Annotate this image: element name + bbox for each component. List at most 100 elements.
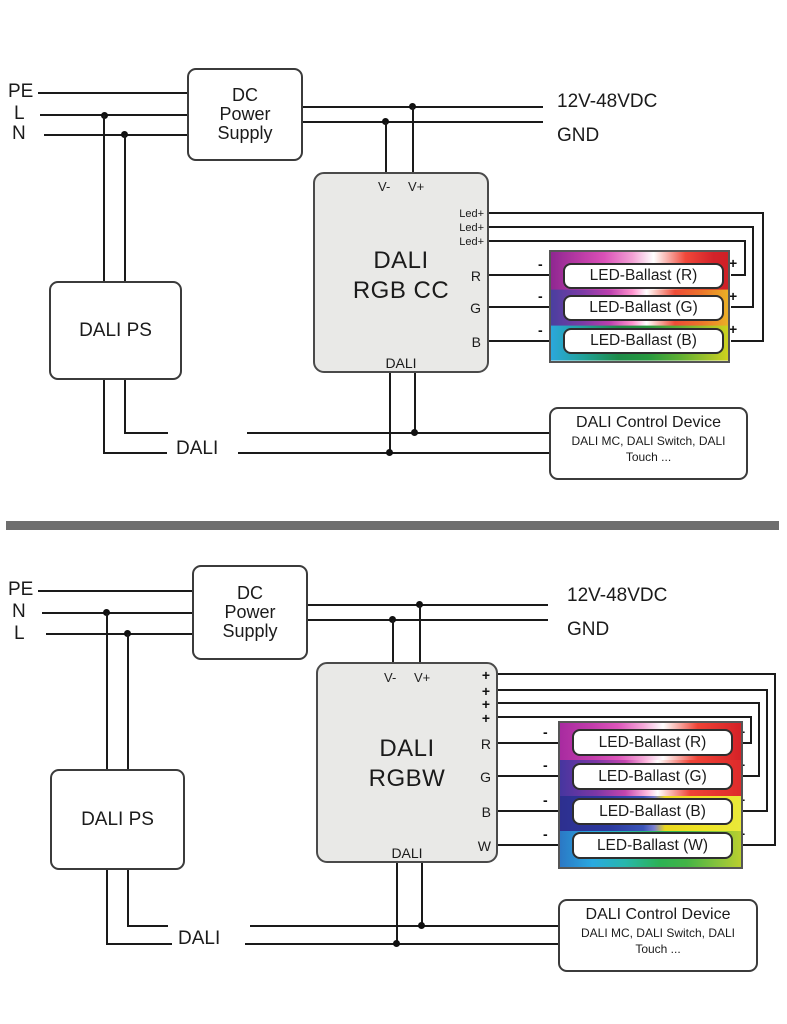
wire-pe xyxy=(38,590,192,592)
mains-label-l: L xyxy=(14,103,25,124)
wire-plus-4 xyxy=(498,716,752,718)
junction-dot xyxy=(103,609,110,616)
dc-power-supply-box: DC Power Supply xyxy=(192,565,308,660)
wire-led-plus-2 xyxy=(489,226,754,228)
mains-label-pe: PE xyxy=(8,579,34,600)
junction-dot xyxy=(386,449,393,456)
dali-ps-label: DALI PS xyxy=(79,319,152,341)
wire-dali-ps-out-1 xyxy=(106,870,108,944)
minus-mark: - xyxy=(538,288,543,304)
controller-title: DALI RGB CC xyxy=(352,247,450,304)
led-ballast-w: LED-Ballast (W) xyxy=(572,832,733,859)
wire-channel-r xyxy=(489,274,549,276)
wire-led-plus-1 xyxy=(489,212,764,214)
wire-dali-bus-top-left xyxy=(124,432,168,434)
label-gnd: GND xyxy=(567,619,610,640)
wire-dali-ps-out-1 xyxy=(103,380,105,453)
junction-dot xyxy=(121,131,128,138)
wire-vplus xyxy=(412,107,414,172)
led-ballast-g: LED-Ballast (G) xyxy=(572,763,733,790)
section-divider xyxy=(6,521,779,530)
terminal-b: B xyxy=(481,804,491,820)
controller-title: DALI RGBW xyxy=(368,735,446,792)
wire-n xyxy=(42,612,192,614)
terminal-led-plus: Led+ xyxy=(459,222,484,234)
wire-plus-4-drop xyxy=(750,716,752,744)
terminal-plus: + xyxy=(481,683,490,699)
terminal-dali: DALI xyxy=(385,355,417,371)
control-device-title: DALI Control Device xyxy=(585,906,731,923)
wire-channel-r xyxy=(498,742,558,744)
led-spectrum-panel: LED-Ballast (R) LED-Ballast (G) LED-Ball… xyxy=(558,721,743,869)
wire-ballast-g-plus xyxy=(731,306,754,308)
wire-dali-ps-in-1 xyxy=(103,115,105,281)
plus-mark: + xyxy=(729,321,738,337)
wire-plus-2-drop xyxy=(766,689,768,812)
control-device-title: DALI Control Device xyxy=(576,414,721,431)
wire-dali-bus-top-right xyxy=(250,925,558,927)
wire-gnd xyxy=(303,121,543,123)
led-spectrum-panel: LED-Ballast (R) LED-Ballast (G) LED-Ball… xyxy=(549,250,730,363)
wire-dali-bus-bottom-left xyxy=(106,943,172,945)
junction-dot xyxy=(389,616,396,623)
dali-bus-label: DALI xyxy=(176,438,219,459)
terminal-plus: + xyxy=(481,696,490,712)
wire-ballast-r-plus xyxy=(736,742,752,744)
plus-mark: + xyxy=(729,255,738,271)
mains-label-n: N xyxy=(12,123,26,144)
wire-dali-ps-in-2 xyxy=(127,634,129,769)
terminal-plus: + xyxy=(481,667,490,683)
dali-rgb-cc-controller: V- V+ DALI RGB CC Led+ Led+ Led+ R G B D… xyxy=(313,172,489,373)
wire-channel-g xyxy=(498,775,558,777)
wire-controller-dali-2 xyxy=(414,373,416,433)
junction-dot xyxy=(418,922,425,929)
minus-mark: - xyxy=(543,724,548,740)
minus-mark: - xyxy=(543,792,548,808)
dali-rgbw-controller: V- V+ DALI RGBW + + + + R G B W DALI xyxy=(316,662,498,863)
wire-vplus xyxy=(419,605,421,662)
control-device-subtitle: DALI MC, DALI Switch, DALI Touch ... xyxy=(580,926,736,956)
terminal-w: W xyxy=(477,838,491,854)
wire-dali-bus-top-left xyxy=(127,925,168,927)
wire-ballast-w-plus xyxy=(736,844,776,846)
wire-plus-1-drop xyxy=(774,673,776,846)
plus-mark: + xyxy=(729,288,738,304)
terminal-v-minus: V- xyxy=(378,179,391,194)
terminal-v-plus: V+ xyxy=(414,670,431,685)
wire-vminus xyxy=(385,122,387,172)
led-ballast-b: LED-Ballast (B) xyxy=(572,798,733,825)
control-device-subtitle: DALI MC, DALI Switch, DALI Touch ... xyxy=(571,434,726,464)
wire-l xyxy=(46,633,192,635)
wire-controller-dali-1 xyxy=(396,863,398,944)
wire-plus-1 xyxy=(498,673,776,675)
wire-channel-b xyxy=(489,340,549,342)
terminal-g: G xyxy=(480,769,491,785)
wire-plus-3 xyxy=(498,702,760,704)
terminal-v-minus: V- xyxy=(384,670,397,685)
wire-dali-ps-in-2 xyxy=(124,135,126,281)
wire-channel-g xyxy=(489,306,549,308)
terminal-r: R xyxy=(480,736,491,752)
wire-gnd xyxy=(308,619,548,621)
wire-controller-dali-2 xyxy=(421,863,423,926)
junction-dot xyxy=(393,940,400,947)
wire-dali-bus-top-right xyxy=(247,432,549,434)
mains-label-n: N xyxy=(12,601,26,622)
junction-dot xyxy=(411,429,418,436)
wire-dali-ps-out-2 xyxy=(127,870,129,926)
wire-led-plus-3-drop xyxy=(744,240,746,276)
wire-ballast-b-plus xyxy=(736,810,768,812)
wire-channel-b xyxy=(498,810,558,812)
wire-12v xyxy=(308,604,548,606)
wire-n xyxy=(44,134,188,136)
dc-power-supply-label: DC Power Supply xyxy=(217,85,273,143)
label-12v48vdc: 12V-48VDC xyxy=(567,585,668,606)
mains-label-l: L xyxy=(14,623,25,644)
wire-controller-dali-1 xyxy=(389,373,391,453)
led-ballast-b: LED-Ballast (B) xyxy=(563,328,724,354)
terminal-led-plus: Led+ xyxy=(459,208,484,220)
wire-dali-bus-bottom-left xyxy=(103,452,167,454)
wire-l xyxy=(40,114,188,116)
wire-channel-w xyxy=(498,844,558,846)
